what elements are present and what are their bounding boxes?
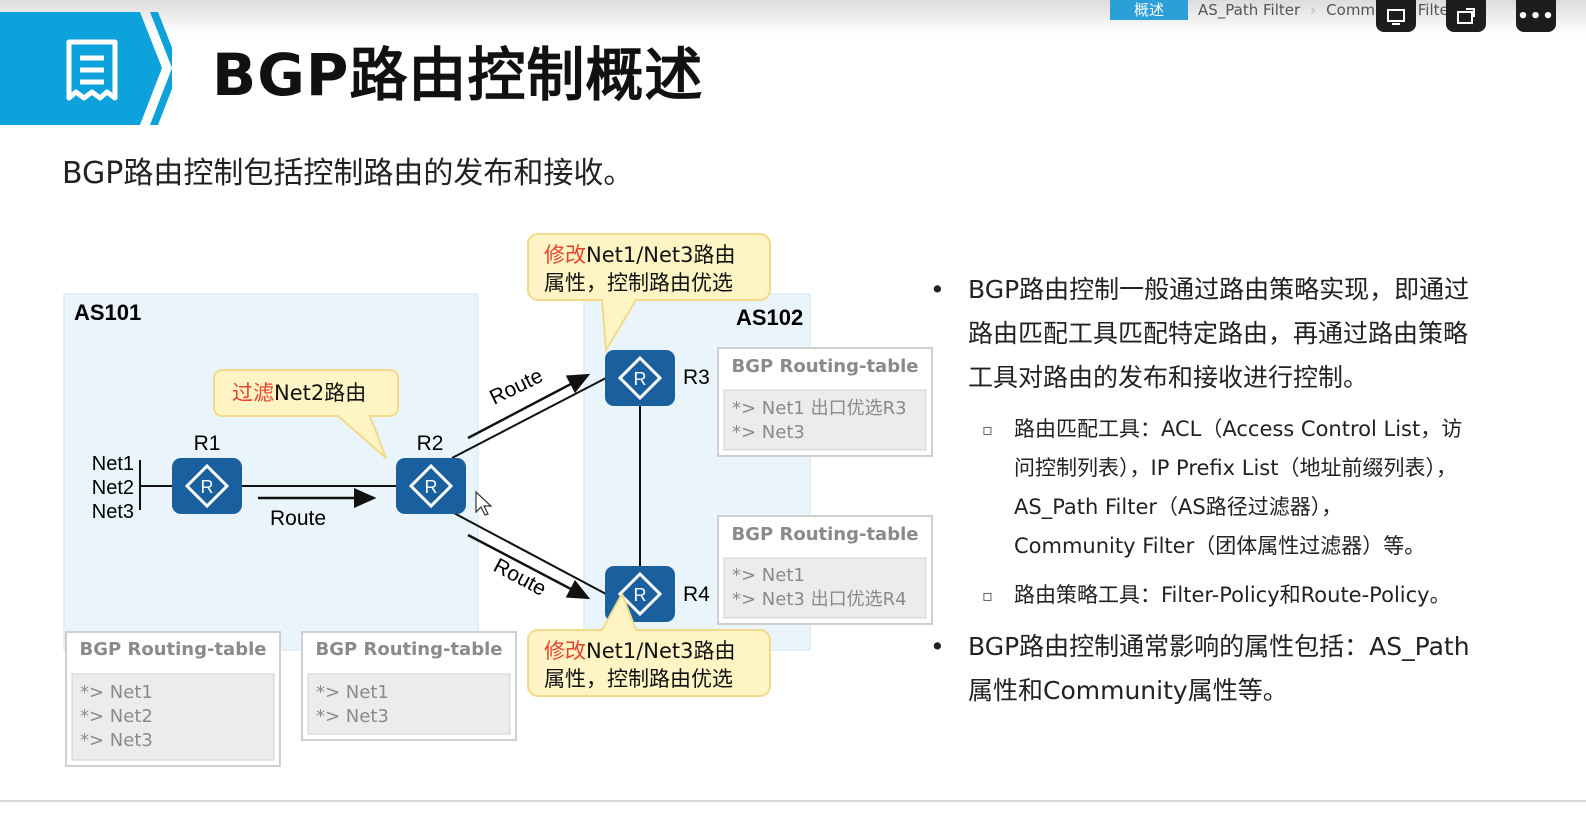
router-r2-label: R2: [417, 432, 444, 455]
routing-table-r4: BGP Routing-table *> Net1 *> Net3 出口优选R4: [717, 515, 933, 625]
router-r3-label: R3: [683, 366, 710, 389]
routing-table-row: *> Net3: [732, 422, 805, 443]
more-button[interactable]: •••: [1516, 0, 1556, 32]
screen-button[interactable]: [1376, 0, 1416, 32]
cursor-icon: [475, 490, 493, 516]
callout-filter-highlight: 过滤: [232, 381, 274, 405]
routing-table-title: BGP Routing-table: [316, 639, 503, 660]
as102-label: AS102: [736, 305, 803, 330]
router-icon: R: [201, 477, 214, 497]
breadcrumb-separator: ›: [1310, 1, 1317, 19]
bgp-diagram: AS101 AS102 Net1 Net2 Net3 Route Route R…: [63, 233, 933, 767]
router-r3: R: [605, 350, 675, 406]
callout-modify-top-line2: 属性，控制路由优选: [544, 271, 733, 295]
router-r1: R: [172, 458, 242, 514]
callout-modify-top-highlight: 修改: [544, 243, 586, 267]
bullet-line: 问控制列表），IP Prefix List（地址前缀列表），: [1014, 456, 1457, 480]
callout-modify-top-text: Net1/Net3路由: [586, 243, 736, 267]
callout-modify-bottom-text: Net1/Net3路由: [586, 639, 736, 663]
net1-label: Net1: [92, 453, 134, 475]
svg-text:过滤Net2路由: 过滤Net2路由: [232, 381, 366, 405]
sub-bullet-item: 路由匹配工具：ACL（Access Control List，访 问控制列表），…: [930, 410, 1530, 566]
routing-table-row: *> Net1: [80, 682, 153, 703]
callout-filter: 过滤Net2路由: [213, 369, 399, 459]
net2-label: Net2: [92, 477, 134, 499]
document-icon: [66, 39, 118, 101]
routing-table-r1: BGP Routing-table *> Net1 *> Net2 *> Net…: [65, 631, 281, 767]
routing-table-title: BGP Routing-table: [732, 524, 919, 545]
bullet-line: 路由匹配工具匹配特定路由，再通过路由策略: [968, 319, 1469, 348]
breadcrumb-item-as-path-filter[interactable]: AS_Path Filter: [1198, 1, 1301, 19]
net3-label: Net3: [92, 501, 134, 523]
as101-label: AS101: [74, 300, 141, 325]
page-title: BGP路由控制概述: [212, 41, 704, 109]
router-icon: R: [634, 369, 647, 389]
bullet-line: Community Filter（团体属性过滤器）等。: [1014, 534, 1426, 558]
sub-bullet-item: 路由策略工具：Filter-Policy和Route-Policy。: [930, 576, 1530, 615]
routing-table-row: *> Net1: [732, 565, 805, 586]
callout-modify-bottom-highlight: 修改: [544, 639, 586, 663]
callout-filter-text: Net2路由: [274, 381, 366, 405]
router-icon: R: [425, 477, 438, 497]
bullet-item: BGP路由控制一般通过路由策略实现，即通过 路由匹配工具匹配特定路由，再通过路由…: [930, 268, 1530, 400]
bullet-item: BGP路由控制通常影响的属性包括：AS_Path 属性和Community属性等…: [930, 625, 1530, 713]
bullet-line: 路由匹配工具：ACL（Access Control List，访: [1014, 417, 1463, 441]
subtitle: BGP路由控制包括控制路由的发布和接收。: [62, 156, 634, 191]
route-arrow-r2-r3: [467, 373, 591, 440]
routing-table-row: *> Net2: [80, 706, 153, 727]
routing-table-row: *> Net1: [316, 682, 389, 703]
bullet-line: 工具对路由的发布和接收进行控制。: [968, 363, 1369, 392]
screen-icon: [1387, 9, 1405, 25]
bottom-divider: [0, 800, 1586, 802]
routing-table-title: BGP Routing-table: [732, 356, 919, 377]
router-r1-label: R1: [194, 432, 221, 455]
router-r4-label: R4: [683, 583, 710, 606]
callout-modify-bottom-line2: 属性，控制路由优选: [544, 667, 733, 691]
routing-table-row: *> Net1 出口优选R3: [732, 398, 907, 419]
more-icon: •••: [1517, 5, 1555, 27]
bullet-line: BGP路由控制通常影响的属性包括：AS_Path: [968, 632, 1470, 661]
share-button[interactable]: [1446, 0, 1486, 32]
routing-table-row: *> Net3: [80, 730, 153, 751]
router-icon: R: [634, 585, 647, 605]
breadcrumb-item-overview[interactable]: 概述: [1110, 0, 1189, 20]
routing-table-row: *> Net3 出口优选R4: [732, 589, 907, 610]
header-band: [0, 12, 172, 125]
bullet-line: 路由策略工具：Filter-Policy和Route-Policy。: [1014, 583, 1451, 607]
routing-table-row: *> Net3: [316, 706, 389, 727]
callout-modify-top: 修改Net1/Net3路由 属性，控制路由优选: [527, 233, 771, 354]
route-label-r1-r2: Route: [270, 507, 326, 530]
svg-text:修改Net1/Net3路由: 修改Net1/Net3路由: [544, 243, 736, 267]
routing-table-r2: BGP Routing-table *> Net1 *> Net3: [301, 631, 517, 741]
share-icon: [1457, 8, 1475, 24]
routing-table-r3: BGP Routing-table *> Net1 出口优选R3 *> Net3: [717, 347, 933, 457]
callout-modify-bottom: 修改Net1/Net3路由 属性，控制路由优选: [527, 591, 771, 697]
router-r2: R: [396, 458, 466, 514]
bullet-line: 属性和Community属性等。: [968, 676, 1288, 705]
routing-table-title: BGP Routing-table: [80, 639, 267, 660]
bullet-line: BGP路由控制一般通过路由策略实现，即通过: [968, 275, 1470, 304]
svg-text:修改Net1/Net3路由: 修改Net1/Net3路由: [544, 639, 736, 663]
bullet-list: BGP路由控制一般通过路由策略实现，即通过 路由匹配工具匹配特定路由，再通过路由…: [930, 268, 1530, 713]
route-arrow-r2-r4: [467, 533, 591, 600]
bullet-line: AS_Path Filter（AS路径过滤器），: [1014, 495, 1343, 519]
top-toolbar: [0, 0, 1586, 34]
